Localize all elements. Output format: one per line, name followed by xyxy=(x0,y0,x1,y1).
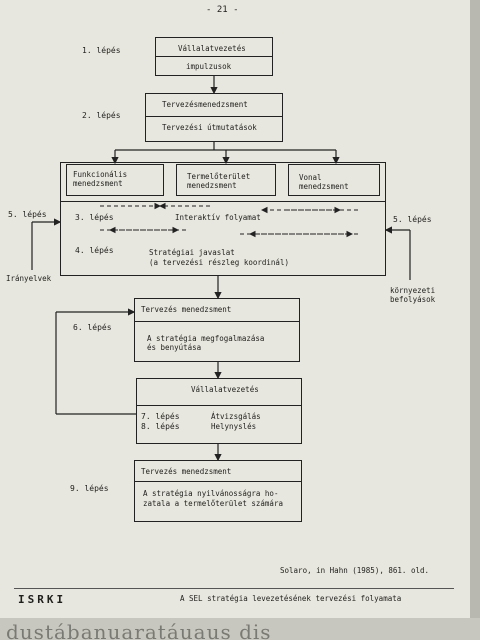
next-page-strip: dustábanuaratáuaus dis xyxy=(0,618,480,640)
tervezes-menedzsment-mid-title: Tervezés menedzsment xyxy=(141,305,232,314)
tervezes-menedzsment-bottom-title: Tervezés menedzsment xyxy=(141,467,232,476)
tervezes-mid-body-1: A stratégia megfogalmazása xyxy=(147,334,265,343)
step-9-label: 9. lépés xyxy=(70,484,109,493)
publisher-logo: ISRKI xyxy=(18,593,67,606)
tervezesmenedzsment-top-body: Tervezési útmutatások xyxy=(162,123,257,132)
vonal-menedzsment-box: Vonal menedzsment xyxy=(288,164,380,196)
page-number: - 21 - xyxy=(206,5,239,15)
vallalatvezetes-mid-title: Vállalatvezetés xyxy=(191,385,259,394)
atvizsgalas-text: Átvizsgálás xyxy=(211,412,261,421)
footer-rule xyxy=(14,588,454,589)
flow-connectors xyxy=(31,76,411,462)
interactive-process-box: 3. lépés Interaktív folyamat 4. lépés St… xyxy=(60,162,386,276)
funkcionalis-menedzsment-label: Funkcionális menedzsment xyxy=(73,170,128,188)
step-2-label: 2. lépés xyxy=(82,111,121,120)
tervezes-menedzsment-mid-box: Tervezés menedzsment A stratégia megfoga… xyxy=(134,298,300,362)
step-1-label: 1. lépés xyxy=(82,46,121,55)
vonal-menedzsment-label: Vonal menedzsment xyxy=(299,173,349,191)
vallalatvezetes-top-box: Vállalatvezetés impulzusok xyxy=(155,37,273,76)
step-8-label: 8. lépés xyxy=(141,422,180,431)
tervezes-mid-body-2: és benyútása xyxy=(147,343,202,352)
tervezes-menedzsment-bottom-box: Tervezés menedzsment A stratégia nyilván… xyxy=(134,460,302,522)
tervezesmenedzsment-top-box: Tervezésmenedzsment Tervezési útmutatáso… xyxy=(145,93,283,142)
tervezes-bottom-body-1: A stratégia nyilvánosságra ho- xyxy=(143,489,279,498)
befolyasok-label: befolyások xyxy=(390,295,436,304)
step-5-left-label: 5. lépés xyxy=(8,210,47,219)
vallalatvezetes-top-title: Vállalatvezetés xyxy=(178,44,246,53)
strategy-proposal-text: Stratégiai javaslat xyxy=(149,248,235,257)
iranyelvek-label: Irányelvek xyxy=(6,274,52,283)
step-4-label: 4. lépés xyxy=(75,246,114,255)
termeloterulet-menedzsment-box: Termelőterület menedzsment xyxy=(176,164,276,196)
tervezesmenedzsment-top-title: Tervezésmenedzsment xyxy=(162,100,248,109)
funkcionalis-menedzsment-box: Funkcionális menedzsment xyxy=(66,164,164,196)
step-3-label: 3. lépés xyxy=(75,213,114,222)
document-page: - 21 - xyxy=(0,0,470,618)
figure-caption: A SEL stratégia levezetésének tervezési … xyxy=(180,594,402,603)
step-6-label: 6. lépés xyxy=(73,323,112,332)
tervezes-bottom-body-2: zatala a termelőterület számára xyxy=(143,499,283,508)
vallalatvezetes-mid-box: Vállalatvezetés 7. lépés Átvizsgálás 8. … xyxy=(136,378,302,444)
planning-coordinates-text: (a tervezési részleg koordinál) xyxy=(149,258,289,267)
step-7-label: 7. lépés xyxy=(141,412,180,421)
kornyezeti-label: környezeti xyxy=(390,286,436,295)
vallalatvezetes-top-body: impulzusok xyxy=(186,62,232,71)
source-citation: Solaro, in Hahn (1985), 861. old. xyxy=(280,566,430,575)
next-page-text: dustábanuaratáuaus dis xyxy=(6,620,272,640)
step-5-right-label: 5. lépés xyxy=(393,215,432,224)
interactive-process-text: Interaktív folyamat xyxy=(175,213,261,222)
termeloterulet-menedzsment-label: Termelőterület menedzsment xyxy=(187,172,251,190)
helyeslés-text: Helynyslés xyxy=(211,422,257,431)
